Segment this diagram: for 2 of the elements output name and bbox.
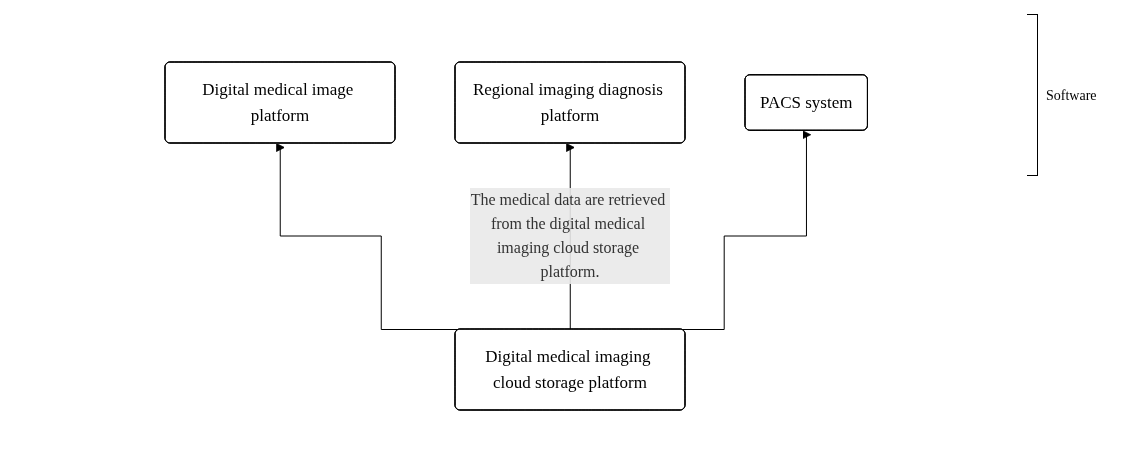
side-label: Software <box>1046 88 1097 103</box>
edge-label: The medical data are retrieved from the digital medical imaging cloud storage platform. <box>471 191 666 280</box>
